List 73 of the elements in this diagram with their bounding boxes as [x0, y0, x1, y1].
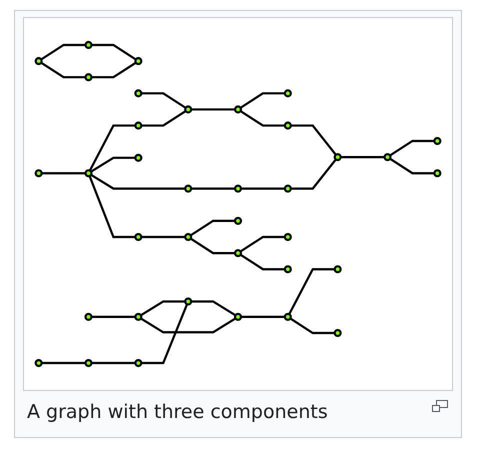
node-circle	[34, 359, 43, 368]
node-circle	[284, 184, 292, 193]
node-circle	[234, 184, 242, 193]
node-circle	[234, 105, 242, 114]
connector	[290, 158, 337, 190]
node-circle	[234, 216, 242, 225]
node-circle	[234, 312, 242, 321]
node-circle	[433, 169, 442, 178]
node-circle	[184, 232, 192, 241]
node-circle	[284, 312, 292, 321]
connector	[340, 156, 385, 158]
connector	[140, 300, 186, 316]
node-circle	[134, 232, 142, 241]
connector	[240, 316, 285, 318]
node-circle	[84, 312, 93, 321]
connector	[91, 316, 136, 318]
connector	[290, 124, 337, 156]
connector	[389, 140, 434, 156]
connector	[389, 158, 434, 174]
connector	[141, 92, 186, 109]
node-circle	[84, 169, 93, 178]
connector	[240, 110, 285, 127]
connector	[240, 188, 285, 190]
connector	[191, 300, 236, 316]
connector	[290, 318, 335, 334]
connector	[191, 188, 236, 190]
connector	[90, 156, 136, 173]
connector	[141, 236, 186, 238]
node-circle	[134, 122, 142, 130]
node-circle	[284, 122, 292, 130]
connector	[88, 124, 136, 172]
node-circle	[433, 136, 442, 145]
node-circle	[84, 40, 93, 49]
node-circle	[134, 57, 142, 66]
node-circle	[184, 105, 192, 114]
connector	[140, 317, 236, 334]
node-circle	[234, 249, 242, 258]
node-circle	[134, 89, 142, 98]
node-circle	[184, 297, 192, 306]
node-circle	[134, 154, 142, 162]
node-circle	[284, 232, 292, 241]
node-circle	[334, 328, 342, 338]
node-circle	[84, 73, 93, 82]
connector	[91, 44, 136, 60]
node-circle	[334, 153, 342, 162]
node-circle	[134, 312, 142, 321]
connector	[91, 62, 136, 78]
node-circle	[34, 169, 43, 178]
node-circle	[284, 89, 292, 98]
connector	[190, 220, 236, 236]
connector	[91, 362, 136, 364]
connector	[190, 238, 236, 254]
caption: A graph with three components	[27, 401, 328, 423]
node-circle	[334, 265, 342, 274]
connector	[240, 254, 285, 270]
connector	[288, 268, 335, 315]
connector	[141, 110, 186, 127]
connector	[240, 92, 285, 109]
connector	[141, 304, 188, 364]
connector	[40, 44, 86, 60]
node-circle	[134, 359, 142, 368]
node-circle	[84, 359, 93, 368]
connector	[240, 236, 285, 252]
node-circle	[34, 57, 43, 66]
connector	[42, 362, 86, 364]
connector	[88, 176, 136, 238]
connector	[42, 172, 86, 174]
node-circle	[184, 184, 192, 193]
connector	[191, 108, 236, 111]
connector	[90, 174, 186, 190]
node-circle	[383, 153, 392, 162]
connector	[40, 62, 86, 78]
node-circle	[284, 265, 292, 274]
